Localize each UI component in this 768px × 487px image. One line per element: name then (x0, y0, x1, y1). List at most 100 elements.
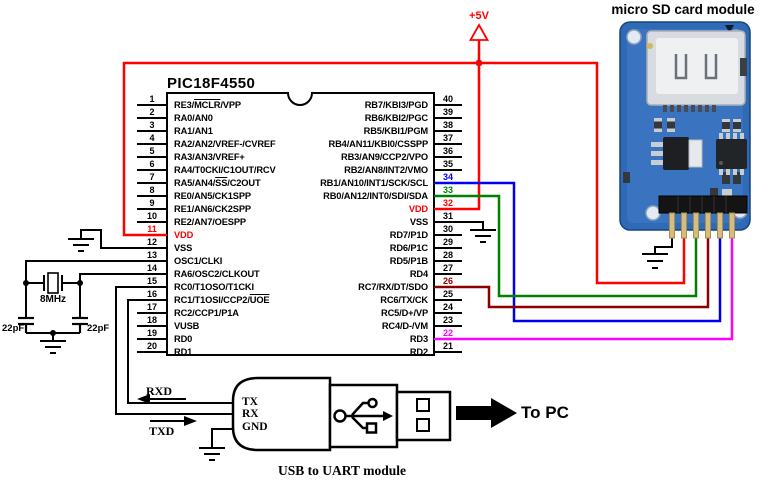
pin-label-30: RD7/P1D (389, 230, 428, 240)
crystal-symbol (26, 272, 80, 294)
pin-number-28: 28 (442, 250, 453, 260)
pin-number-13: 13 (146, 250, 157, 260)
junction-dot-xtal-left (23, 280, 29, 286)
pin-stub-32 (434, 208, 462, 210)
cap-right-label: 22pF (87, 323, 110, 334)
pin-stub-24 (434, 312, 462, 314)
pin-label-39: RB6/KBI2/PGC (364, 113, 428, 123)
to-pc-arrow (456, 398, 517, 428)
pin-label-13: OSC1/CLKI (174, 256, 223, 266)
wire-vss-pin12 (80, 229, 167, 249)
txd-arrow (150, 416, 197, 426)
pin-number-30: 30 (442, 224, 453, 234)
pin-stub-40 (434, 104, 462, 106)
pin-stub-26 (434, 286, 462, 288)
pin-stub-30 (434, 234, 462, 236)
wire-miso-green (434, 194, 698, 298)
pin-number-10: 10 (146, 211, 157, 221)
sd-module-title: micro SD card module (611, 2, 755, 17)
pin-label-29: RD6/P1C (389, 243, 428, 253)
sd-contacts (663, 105, 716, 112)
pin-number-6: 6 (149, 159, 155, 169)
pin-number-3: 3 (149, 120, 155, 130)
pin-stub-16 (137, 299, 167, 301)
capacitor-left (18, 316, 34, 333)
capacitor-right (72, 316, 88, 333)
pin-stub-10 (137, 221, 167, 223)
pin-label-6: RA4/T0CKI/C1OUT/RCV (174, 165, 276, 175)
pin-label-12: VSS (174, 243, 193, 253)
usb-trident-icon (333, 397, 393, 434)
pin-stub-38 (434, 130, 462, 132)
pin-stub-5 (137, 156, 167, 158)
pin-header (658, 195, 748, 239)
pin-number-17: 17 (146, 302, 157, 312)
crystal-frequency-label: 8MHz (39, 294, 67, 305)
pin-stub-36 (434, 156, 462, 158)
pin-label-24: RC5/D+/VP (381, 308, 428, 318)
pin-label-33: RB0/AN12/INT0/SDI/SDA (323, 191, 428, 201)
to-pc-label: To PC (521, 403, 569, 422)
pin-number-1: 1 (149, 94, 155, 104)
pin-stub-12 (137, 247, 167, 249)
pin-number-5: 5 (149, 146, 155, 156)
ground-pin31 (470, 229, 496, 243)
pin-stub-2 (137, 117, 167, 119)
pin-number-38: 38 (442, 120, 453, 130)
pin-label-8: RE0/AN5/CK1SPP (174, 191, 251, 201)
wire-osc1 (25, 260, 167, 318)
rxd-label: RXD (146, 384, 172, 398)
pin-stub-33 (434, 195, 462, 197)
pin-number-33: 33 (442, 185, 453, 195)
pin-number-40: 40 (442, 94, 453, 104)
pin-number-20: 20 (146, 341, 157, 351)
pin-number-32: 32 (442, 198, 453, 208)
rxd-arrow (137, 394, 186, 404)
pin-label-28: RD5/P1B (389, 256, 428, 266)
usb-plug-contact-bottom (416, 418, 430, 432)
pin-label-35: RB2/AN8/INT2/VMO (344, 165, 428, 175)
pin-number-35: 35 (442, 159, 453, 169)
junction-dot-5v (475, 59, 483, 67)
mounting-hole (626, 29, 642, 45)
pin-number-23: 23 (442, 315, 453, 325)
pin-number-26: 26 (442, 276, 453, 286)
pin-number-9: 9 (149, 198, 155, 208)
smd-components (623, 118, 741, 198)
wire-cs-magenta (434, 238, 734, 341)
pin-label-2: RA0/AN0 (174, 113, 213, 123)
pin-label-14: RA6/OSC2/CLKOUT (174, 269, 260, 279)
pin-label-9: RE1/AN6/CK2SPP (174, 204, 251, 214)
pin-label-3: RA1/AN1 (174, 126, 213, 136)
pin-label-18: VUSB (174, 321, 200, 331)
pin-label-11: VDD (174, 230, 194, 240)
pin-label-4: RA2/AN2/VREF-/CVREF (174, 139, 276, 149)
pin-number-31: 31 (442, 211, 453, 221)
pin-stub-20 (137, 351, 167, 353)
pin-label-23: RC4/D-/VM (381, 321, 428, 331)
pin-number-11: 11 (147, 224, 157, 234)
level-shifter-chip (716, 133, 747, 175)
sd-module-board (619, 21, 751, 239)
wire-uart-gnd (211, 428, 233, 448)
pin-number-22: 22 (442, 328, 453, 338)
pin-number-14: 14 (146, 263, 157, 273)
pin-label-26: RC7/RX/DT/SDO (358, 282, 428, 292)
pin-number-21: 21 (442, 341, 453, 351)
pin-stub-31 (434, 221, 462, 223)
pin-number-12: 12 (146, 237, 157, 247)
pin-stub-15 (137, 286, 167, 288)
pin-number-39: 39 (442, 107, 453, 117)
pin-stub-34 (434, 182, 462, 184)
usb-plug-contact-top (416, 398, 430, 412)
junction-dot-xtal-right (77, 280, 83, 286)
pin-number-4: 4 (149, 133, 155, 143)
pin-label-19: RD0 (174, 334, 193, 344)
usb-pin-tx-label: TX (242, 396, 258, 408)
pin-label-1: RE3/MCLR/VPP (174, 100, 241, 110)
pin-stub-27 (434, 273, 462, 275)
voltage-regulator (651, 137, 703, 170)
pin-stub-37 (434, 143, 462, 145)
